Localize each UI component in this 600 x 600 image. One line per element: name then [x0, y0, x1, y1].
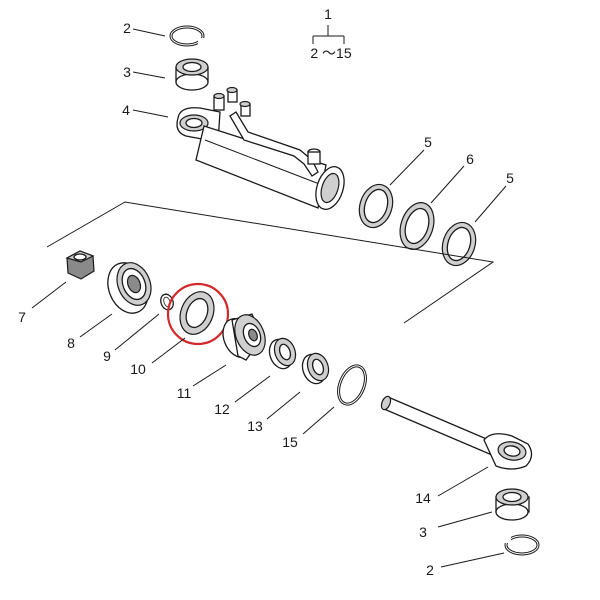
- highlight-circle: [166, 282, 230, 346]
- snap-ring-bottom: [503, 534, 540, 556]
- leader-2-bottom: [440, 552, 505, 568]
- leader-10: [151, 337, 186, 364]
- assembly-number: 1: [324, 6, 332, 22]
- leader-12: [234, 375, 271, 403]
- callout-2-bottom: 2: [426, 562, 434, 578]
- group-frame: [46, 201, 495, 324]
- leader-6: [430, 165, 465, 204]
- leader-7: [31, 281, 67, 309]
- hex-nut: [65, 250, 95, 280]
- seal-ring-5-left: [358, 183, 394, 229]
- assembly-range: 2 ～15: [310, 45, 351, 61]
- bushing-bottom: [495, 488, 530, 521]
- callout-2-top: 2: [123, 20, 131, 36]
- piston-seal: [179, 291, 215, 335]
- piston-rod: [380, 395, 533, 470]
- leader-5-right: [474, 185, 507, 223]
- leader-14: [437, 466, 489, 497]
- callout-3-bottom: 3: [419, 524, 427, 540]
- callout-7: 7: [18, 309, 26, 325]
- leader-13: [266, 391, 301, 420]
- leader-4: [132, 109, 169, 118]
- seal-ring-5-right: [441, 221, 477, 267]
- callout-15: 15: [282, 434, 298, 450]
- snap-ring-top: [169, 25, 206, 47]
- callout-4: 4: [122, 102, 130, 118]
- leader-11: [192, 364, 227, 387]
- dust-wiper: [301, 352, 330, 385]
- callout-13: 13: [247, 418, 263, 434]
- leader-3-bottom: [437, 511, 493, 528]
- leader-15: [302, 406, 335, 435]
- callout-12: 12: [214, 401, 230, 417]
- callout-5-left: 5: [424, 134, 432, 150]
- callout-5-right: 5: [506, 170, 514, 186]
- callout-14: 14: [415, 490, 431, 506]
- snap-ring-15: [337, 364, 367, 406]
- backup-ring-6: [399, 202, 435, 250]
- rod-seal: [268, 337, 297, 370]
- o-ring: [160, 293, 174, 311]
- leader-9: [114, 313, 160, 351]
- leader-8: [79, 313, 113, 338]
- leader-3-top: [132, 71, 166, 79]
- bushing-top: [175, 58, 209, 91]
- callout-10: 10: [130, 361, 146, 377]
- cylinder-tube: [176, 86, 345, 210]
- callout-11: 11: [177, 385, 192, 401]
- rod-gland: [222, 313, 266, 361]
- assembly-bracket: [312, 25, 345, 44]
- callout-6: 6: [466, 151, 474, 167]
- callout-9: 9: [103, 348, 111, 364]
- piston: [107, 262, 152, 314]
- leader-5-left: [389, 149, 425, 186]
- leader-2-top: [132, 28, 166, 37]
- callout-8: 8: [67, 335, 75, 351]
- callout-3-top: 3: [123, 64, 131, 80]
